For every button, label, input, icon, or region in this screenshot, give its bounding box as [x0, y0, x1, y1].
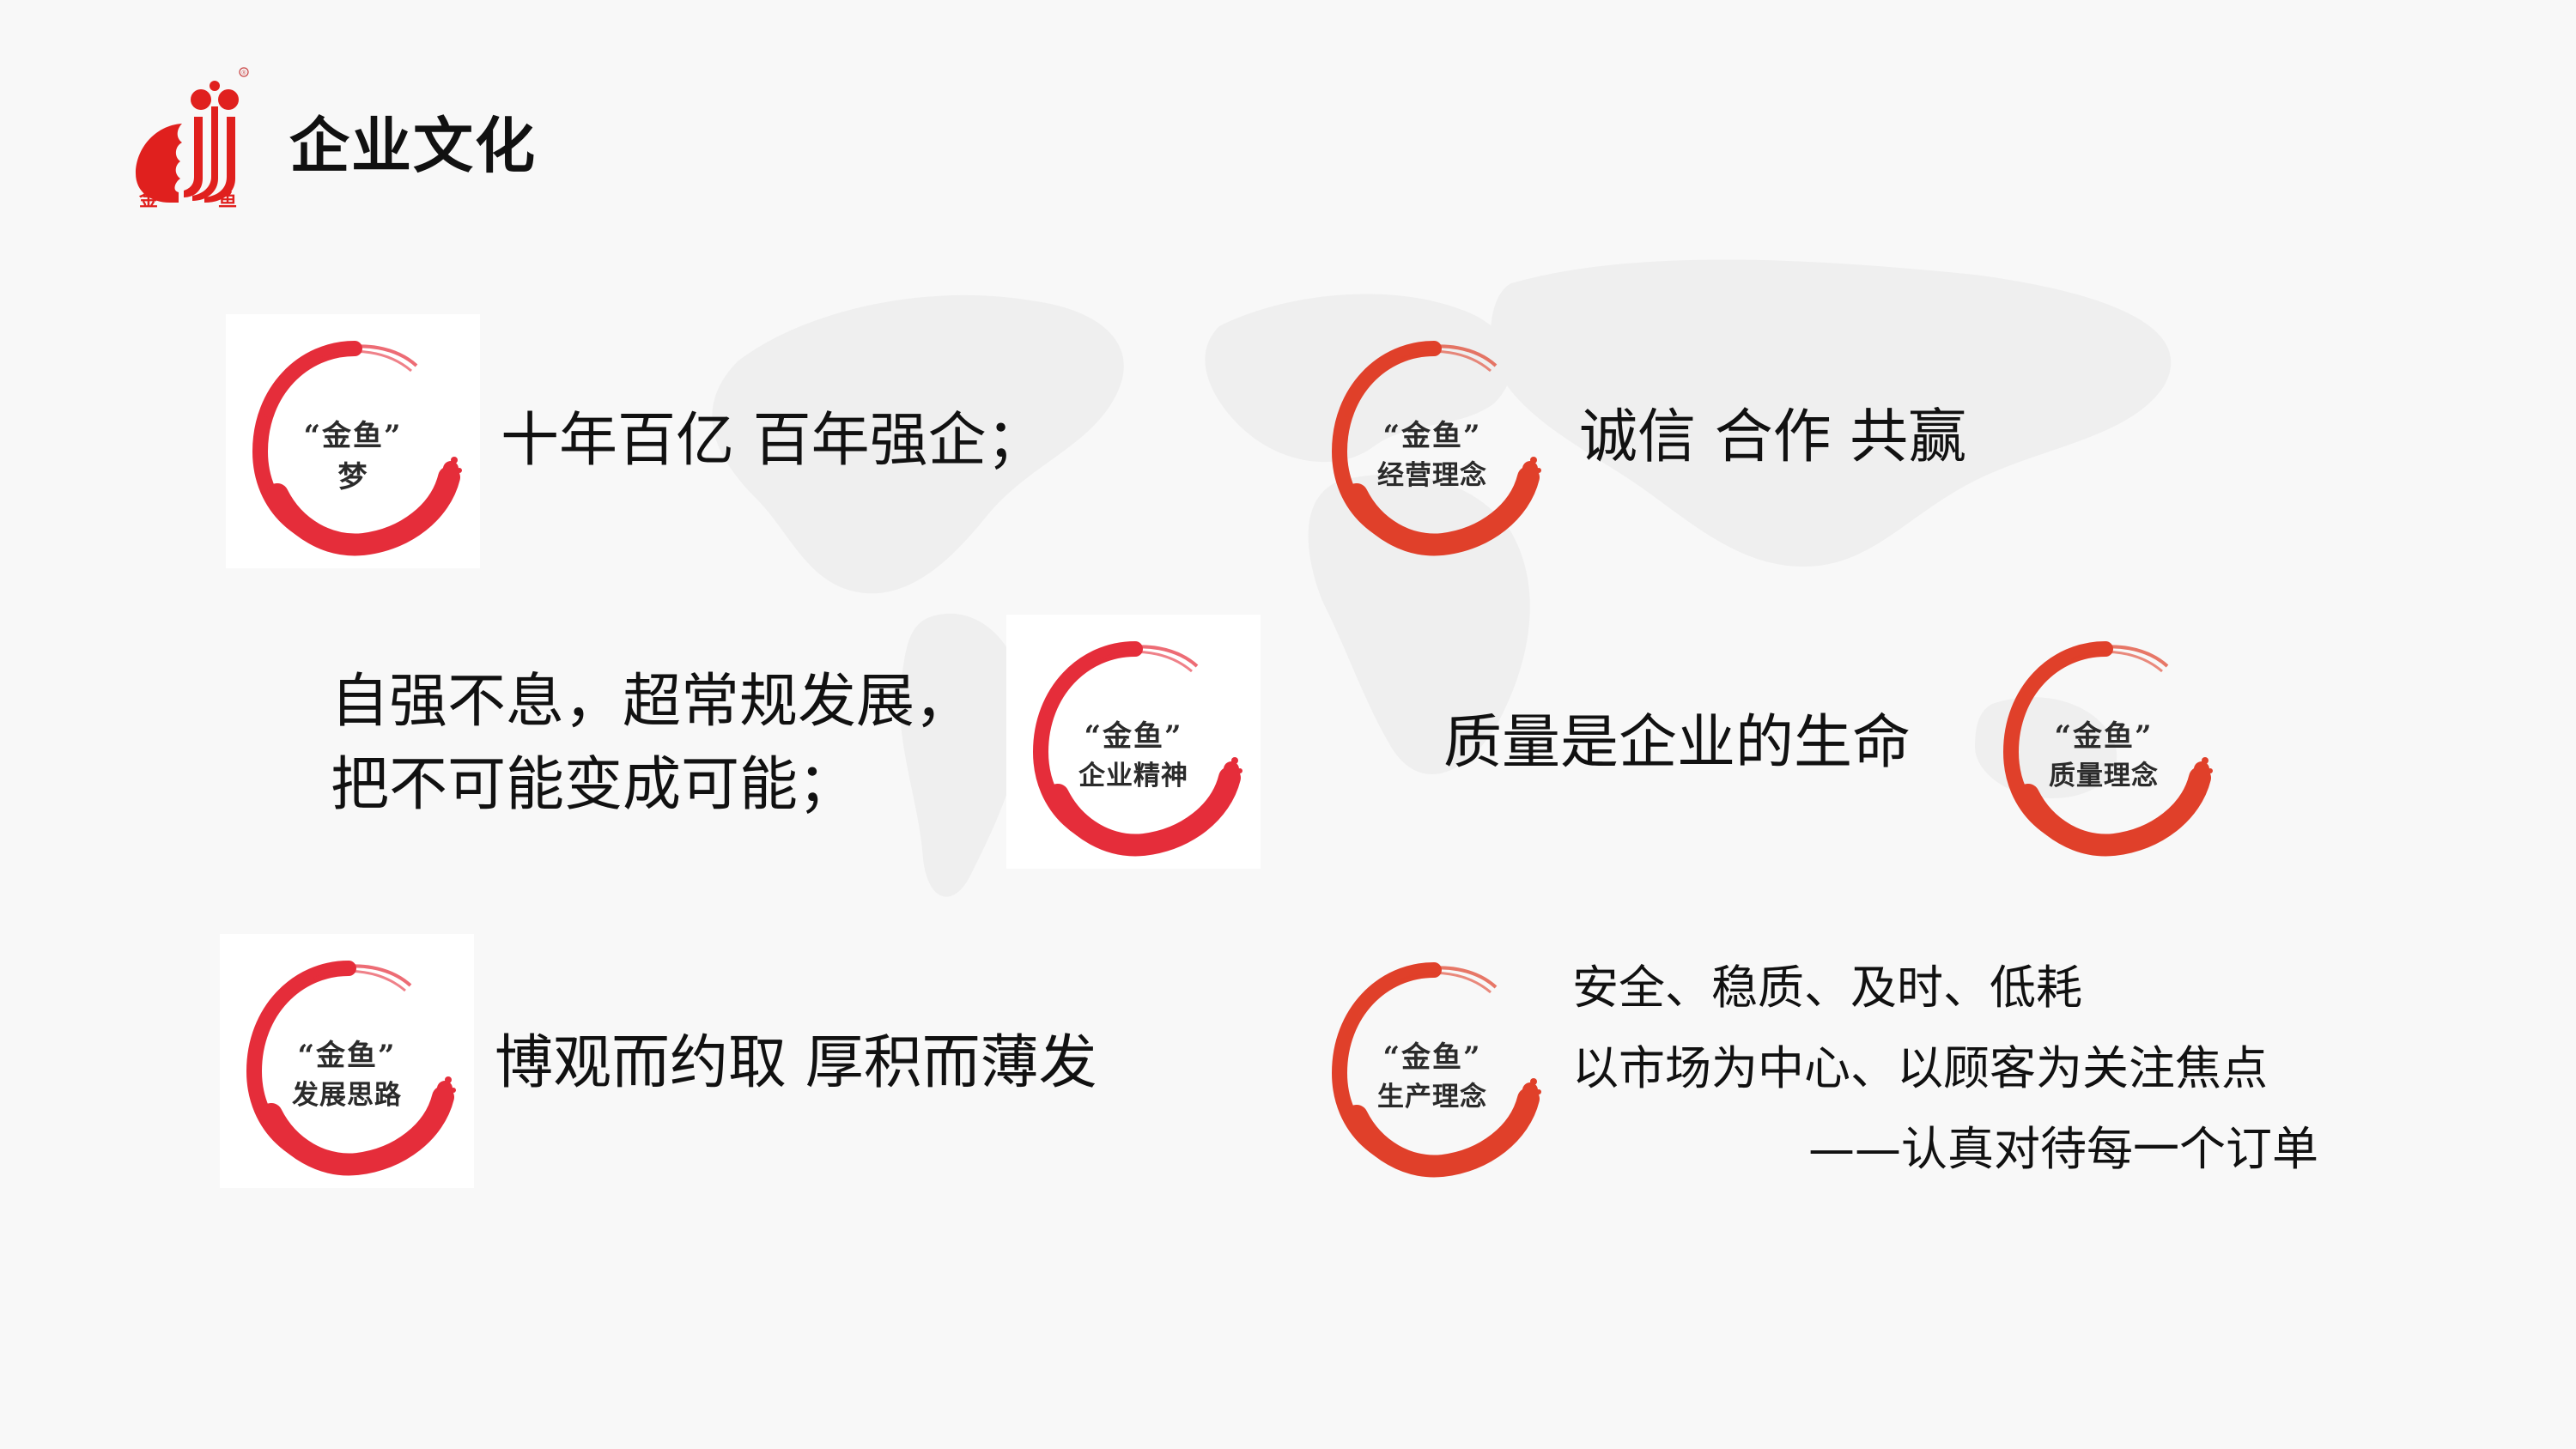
svg-text:®: ® [241, 70, 246, 76]
badge-label: 梦 [337, 460, 368, 494]
badge-label: 质量理念 [2049, 761, 2159, 791]
svg-text:鱼: 鱼 [218, 189, 237, 208]
statement-enterprise-spirit-line2: 把不可能变成可能； [331, 751, 857, 819]
badge-brand: “金鱼” [1382, 419, 1482, 453]
statement-production-line1: 安全、稳质、及时、低耗 [1572, 961, 2082, 1015]
statement-dream: 十年百亿 百年强企； [501, 407, 1045, 475]
badge-label: 生产理念 [1377, 1082, 1487, 1113]
statement-development-strategy: 博观而约取 厚积而薄发 [495, 1029, 1097, 1097]
badge-brand: “金鱼” [1084, 719, 1183, 754]
badge-brand: “金鱼” [297, 1039, 397, 1073]
badge-enterprise-spirit: “金鱼” 企业精神 [1006, 615, 1261, 869]
badge-brand: “金鱼” [2054, 719, 2154, 754]
statement-business-philosophy: 诚信 合作 共赢 [1579, 403, 1967, 471]
statement-production-line3: ——认真对待每一个订单 [1808, 1122, 2318, 1176]
badge-brand: “金鱼” [1382, 1040, 1482, 1075]
badge-development-strategy: “金鱼” 发展思路 [220, 934, 474, 1188]
badge-dream: “金鱼” 梦 [226, 314, 480, 568]
company-logo: ® 金 鱼 [129, 64, 249, 211]
badge-label: 企业精神 [1078, 761, 1188, 791]
badge-quality-philosophy: “金鱼” 质量理念 [1977, 615, 2231, 869]
page-title: 企业文化 [289, 111, 537, 181]
badge-brand: “金鱼” [303, 419, 403, 453]
badge-label: 发展思路 [292, 1080, 402, 1111]
statement-enterprise-spirit-line1: 自强不息，超常规发展， [331, 668, 974, 736]
svg-text:金: 金 [138, 189, 159, 208]
badge-production-philosophy: “金鱼” 生产理念 [1305, 936, 1559, 1190]
badge-business-philosophy: “金鱼” 经营理念 [1305, 314, 1559, 568]
statement-production-line2: 以市场为中心、以顾客为关注焦点 [1572, 1041, 2268, 1095]
badge-label: 经营理念 [1377, 460, 1487, 491]
statement-quality-philosophy: 质量是企业的生命 [1443, 709, 1911, 777]
half-circle-shape [136, 124, 182, 203]
